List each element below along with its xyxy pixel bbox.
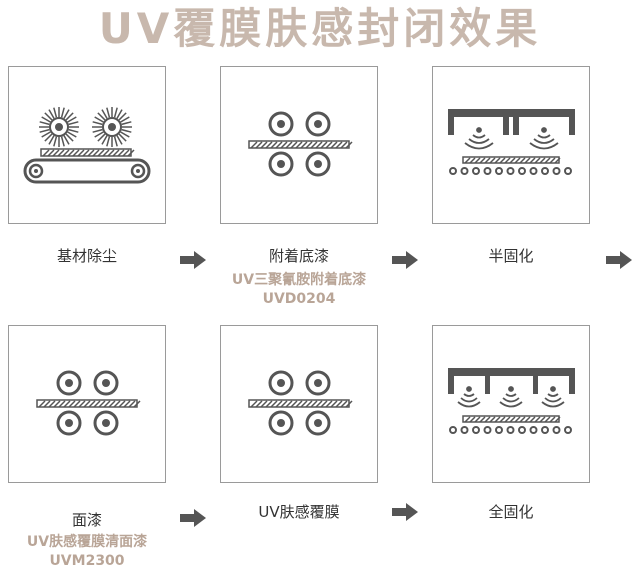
step-partial-cure-box [432,66,590,224]
step-full-cure-box [432,325,590,483]
arrow-right-icon [606,251,632,269]
uv-lamp-full-cure-icon [448,368,575,434]
step-4-product-name: UV肤感覆膜清面漆 [26,534,148,550]
step-film-box [220,325,378,483]
dust-removal-brushes-conveyor-icon [23,107,151,184]
roller-coater-icon [248,370,353,436]
arrow-right-icon [180,509,206,527]
arrow-right-icon [392,251,418,269]
step-6-label: 全固化 [488,503,534,521]
step-2-product-name: UV三聚氰胺附着底漆 [231,272,367,288]
uv-lamp-partial-cure-icon [448,109,575,175]
arrow-right-icon [392,503,418,521]
roller-coater-icon [248,111,353,177]
step-3-label: 半固化 [488,247,534,265]
step-primer-box [220,66,378,224]
step-4-label: 面漆 [71,511,102,529]
step-topcoat-box [8,325,166,483]
step-2-product-code: UVD0204 [262,291,336,307]
step-5-label: UV肤感覆膜 [258,503,340,521]
step-4-product-code: UVM2300 [49,553,125,569]
page-title: UV覆膜肤感封闭效果 [98,4,542,53]
roller-coater-icon [36,370,141,436]
arrow-right-icon [180,251,206,269]
step-dust-removal-box [8,66,166,224]
step-2-label: 附着底漆 [268,247,329,265]
step-1-label: 基材除尘 [56,247,117,265]
